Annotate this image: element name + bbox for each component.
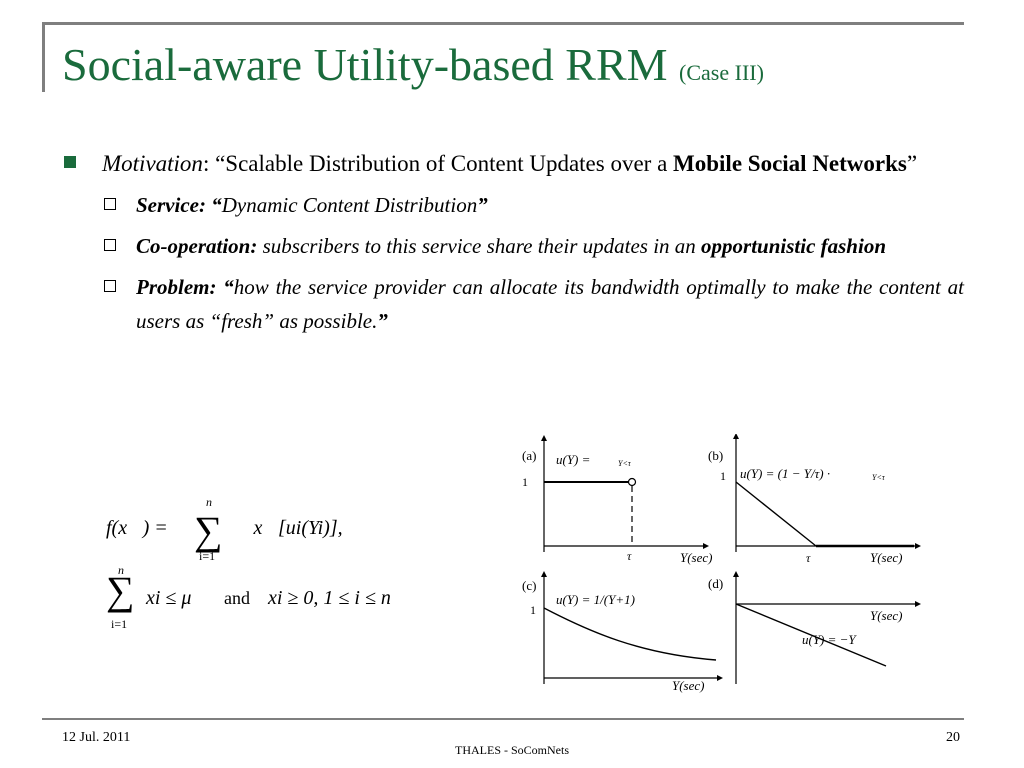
plot-c-xlabel: Y(sec) (672, 678, 705, 693)
cooperation-bold: opportunistic fashion (701, 234, 887, 258)
sub-bullet-problem: Problem: “how the service provider can a… (102, 270, 964, 338)
problem-label: Problem: “ (136, 275, 234, 299)
plot-d: (d) u(Y) = −Y Y(sec) (708, 571, 921, 684)
plot-d-formula: u(Y) = −Y (802, 632, 857, 647)
motivation-close: ” (906, 151, 918, 176)
checkbox-bullet-icon (104, 239, 116, 251)
footer-date: 12 Jul. 2011 (62, 730, 131, 745)
motivation-text: “Scalable Distribution of Content Update… (209, 151, 674, 176)
service-label: Service: “ (136, 193, 222, 217)
optimization-formula: f(x⃗) = ∑ n i=1 𝔼x⃗[ui(Yi)], ∑ n i=1 xi … (106, 495, 391, 631)
plot-b-one: 1 (720, 469, 726, 483)
square-bullet-icon (64, 156, 76, 168)
plot-c: (c) 1 u(Y) = 1/(Y+1) Y(sec) (522, 571, 723, 693)
constraint-sum-bottom: i=1 (111, 617, 127, 631)
constraint-lhs: xi ≤ μ (145, 587, 191, 609)
plot-a-xlabel: Y(sec) (680, 550, 713, 565)
plot-d-line (735, 603, 887, 667)
objective-lhs: f(x⃗) = (106, 517, 168, 539)
checkbox-bullet-icon (104, 198, 116, 210)
plot-c-curve (543, 607, 717, 661)
constraint-rhs: xi ≥ 0, 1 ≤ i ≤ n (267, 587, 391, 609)
objective-sum-icon: ∑ (194, 508, 223, 553)
plot-b-formula: u(Y) = (1 − Y/τ) · (740, 466, 830, 481)
footer-rule (42, 718, 964, 720)
plot-b: (b) 1 u(Y) = (1 − Y/τ) · Y<τ τ Y(sec) (708, 434, 921, 565)
page-number: 20 (946, 730, 960, 745)
plot-a-formula: u(Y) = (556, 452, 590, 467)
plot-a-tag: (a) (522, 448, 536, 463)
plot-a-one: 1 (522, 475, 528, 489)
objective-sum-bottom: i=1 (199, 549, 215, 563)
bullet-motivation: Motivation: “Scalable Distribution of Co… (62, 146, 964, 181)
slide-title: Social-aware Utility-based RRM (Case III… (62, 38, 764, 100)
objective-sum-top: n (206, 495, 212, 509)
plot-c-tag: (c) (522, 578, 536, 593)
service-text: Dynamic Content Distribution (221, 193, 478, 217)
constraint-and: and (224, 588, 250, 608)
plot-a-tau: τ (627, 549, 632, 563)
constraint-sum-top: n (118, 563, 124, 577)
problem-text: how the service provider can allocate it… (136, 275, 964, 333)
plot-b-tau: τ (806, 551, 811, 565)
bullet-list: Motivation: “Scalable Distribution of Co… (62, 146, 964, 338)
motivation-label: Motivation (102, 151, 203, 176)
motivation-bold: Mobile Social Networks (673, 151, 907, 176)
utility-plots: (a) 1 u(Y) = Y<τ τ Y(sec) (b) 1 u(Y) = (… (522, 434, 921, 693)
motivation-colon: : (202, 151, 210, 176)
title-frame-horizontal (42, 22, 964, 25)
plot-b-tag: (b) (708, 448, 723, 463)
cooperation-label: Co-operation: (136, 234, 258, 258)
constraint-sum-icon: ∑ (106, 568, 135, 613)
plot-d-tag: (d) (708, 576, 723, 591)
problem-close: ” (377, 309, 388, 333)
plot-b-decay-line (735, 481, 817, 547)
title-main: Social-aware Utility-based RRM (62, 39, 668, 90)
title-sub: (Case III) (679, 60, 764, 85)
footer-center: THALES - SoComNets (455, 743, 569, 757)
plot-b-xlabel: Y(sec) (870, 550, 903, 565)
plot-a-open-point (627, 477, 637, 487)
title-frame-vertical (42, 22, 45, 92)
plot-c-one: 1 (530, 603, 536, 617)
sub-bullet-cooperation: Co-operation: subscribers to this servic… (102, 229, 964, 263)
plot-d-xlabel: Y(sec) (870, 608, 903, 623)
objective-rhs: 𝔼x⃗[ui(Yi)], (238, 517, 343, 539)
checkbox-bullet-icon (104, 280, 116, 292)
plot-a-cond: Y<τ (618, 459, 632, 468)
service-close: ” (477, 193, 488, 217)
sub-bullet-service: Service: “Dynamic Content Distribution” (102, 188, 964, 222)
plot-a: (a) 1 u(Y) = Y<τ τ Y(sec) (522, 435, 713, 565)
plot-c-formula: u(Y) = 1/(Y+1) (556, 592, 635, 607)
plot-b-cond: Y<τ (872, 473, 886, 482)
cooperation-text: subscribers to this service share their … (257, 234, 702, 258)
